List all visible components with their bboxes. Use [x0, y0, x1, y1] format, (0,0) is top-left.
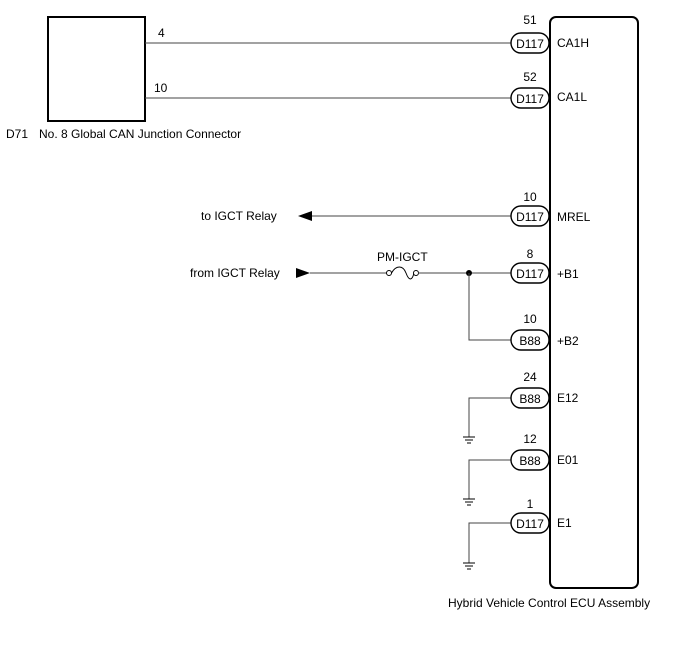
e01-wire: [468, 459, 511, 499]
junction-pin-4: 4: [158, 26, 165, 40]
terminal-b2: B88 10 +B2: [510, 312, 579, 351]
connector-id: B88: [519, 334, 541, 348]
terminal-e1: D117 1 E1: [510, 497, 572, 534]
terminal-e12: B88 24 E12: [510, 370, 579, 409]
signal-name: MREL: [557, 210, 591, 224]
connector-pill: [510, 387, 550, 409]
ground-icon: [463, 498, 475, 506]
pin-number: 10: [523, 190, 537, 204]
signal-name: E1: [557, 516, 572, 530]
pin-number: 12: [523, 432, 537, 446]
fuse-icon: [391, 266, 415, 280]
ground-icon: [463, 436, 475, 444]
terminal-mrel: D117 10 MREL: [510, 190, 591, 227]
connector-id: D117: [516, 517, 544, 531]
connector-id: D117: [516, 210, 544, 224]
pin-number: 24: [523, 370, 537, 384]
connector-id: D117: [516, 92, 544, 106]
e12-wire: [468, 397, 511, 437]
terminal-b1: D117 8 +B1: [510, 247, 579, 284]
junction-connector-name: No. 8 Global CAN Junction Connector: [39, 127, 241, 141]
pin-number: 52: [523, 70, 537, 84]
connector-id: D117: [516, 267, 544, 281]
junction-connector-id: D71: [6, 127, 28, 141]
pin-number: 10: [523, 312, 537, 326]
e1-wire: [468, 522, 511, 563]
terminal-ca1h: D117 51 CA1H: [510, 13, 589, 54]
fuse-terminal-left: [386, 270, 392, 276]
signal-name: +B1: [557, 267, 579, 281]
connector-pill: [510, 205, 550, 227]
terminal-e01: B88 12 E01: [510, 432, 579, 471]
terminal-ca1l: D117 52 CA1L: [510, 70, 587, 109]
signal-name: +B2: [557, 334, 579, 348]
ecu-name: Hybrid Vehicle Control ECU Assembly: [448, 596, 650, 610]
connector-pill: [510, 87, 550, 109]
b2-wire: [468, 273, 511, 341]
connector-pill: [510, 449, 550, 471]
junction-pin-10: 10: [154, 81, 168, 95]
signal-name: CA1H: [557, 36, 589, 50]
pin-number: 1: [527, 497, 534, 511]
connector-id: B88: [519, 392, 541, 406]
connector-id: D117: [516, 37, 544, 51]
junction-connector-box: [47, 16, 146, 122]
pin-number: 51: [523, 13, 537, 27]
signal-name: CA1L: [557, 90, 587, 104]
ecu-box: [549, 16, 639, 589]
from-relay-arrow-icon: [296, 268, 310, 278]
signal-name: E12: [557, 391, 579, 405]
signal-name: E01: [557, 453, 579, 467]
connector-pill: [510, 262, 550, 284]
connector-pill: [510, 512, 550, 534]
connector-pill: [510, 32, 550, 54]
to-relay-arrow-icon: [298, 211, 312, 221]
to-relay-label: to IGCT Relay: [201, 209, 277, 223]
from-relay-label: from IGCT Relay: [190, 266, 280, 280]
fuse-label: PM-IGCT: [377, 250, 428, 264]
connector-id: B88: [519, 454, 541, 468]
fuse-terminal-right: [413, 270, 419, 276]
pin-number: 8: [527, 247, 534, 261]
ground-icon: [463, 562, 475, 570]
connector-pill: [510, 329, 550, 351]
